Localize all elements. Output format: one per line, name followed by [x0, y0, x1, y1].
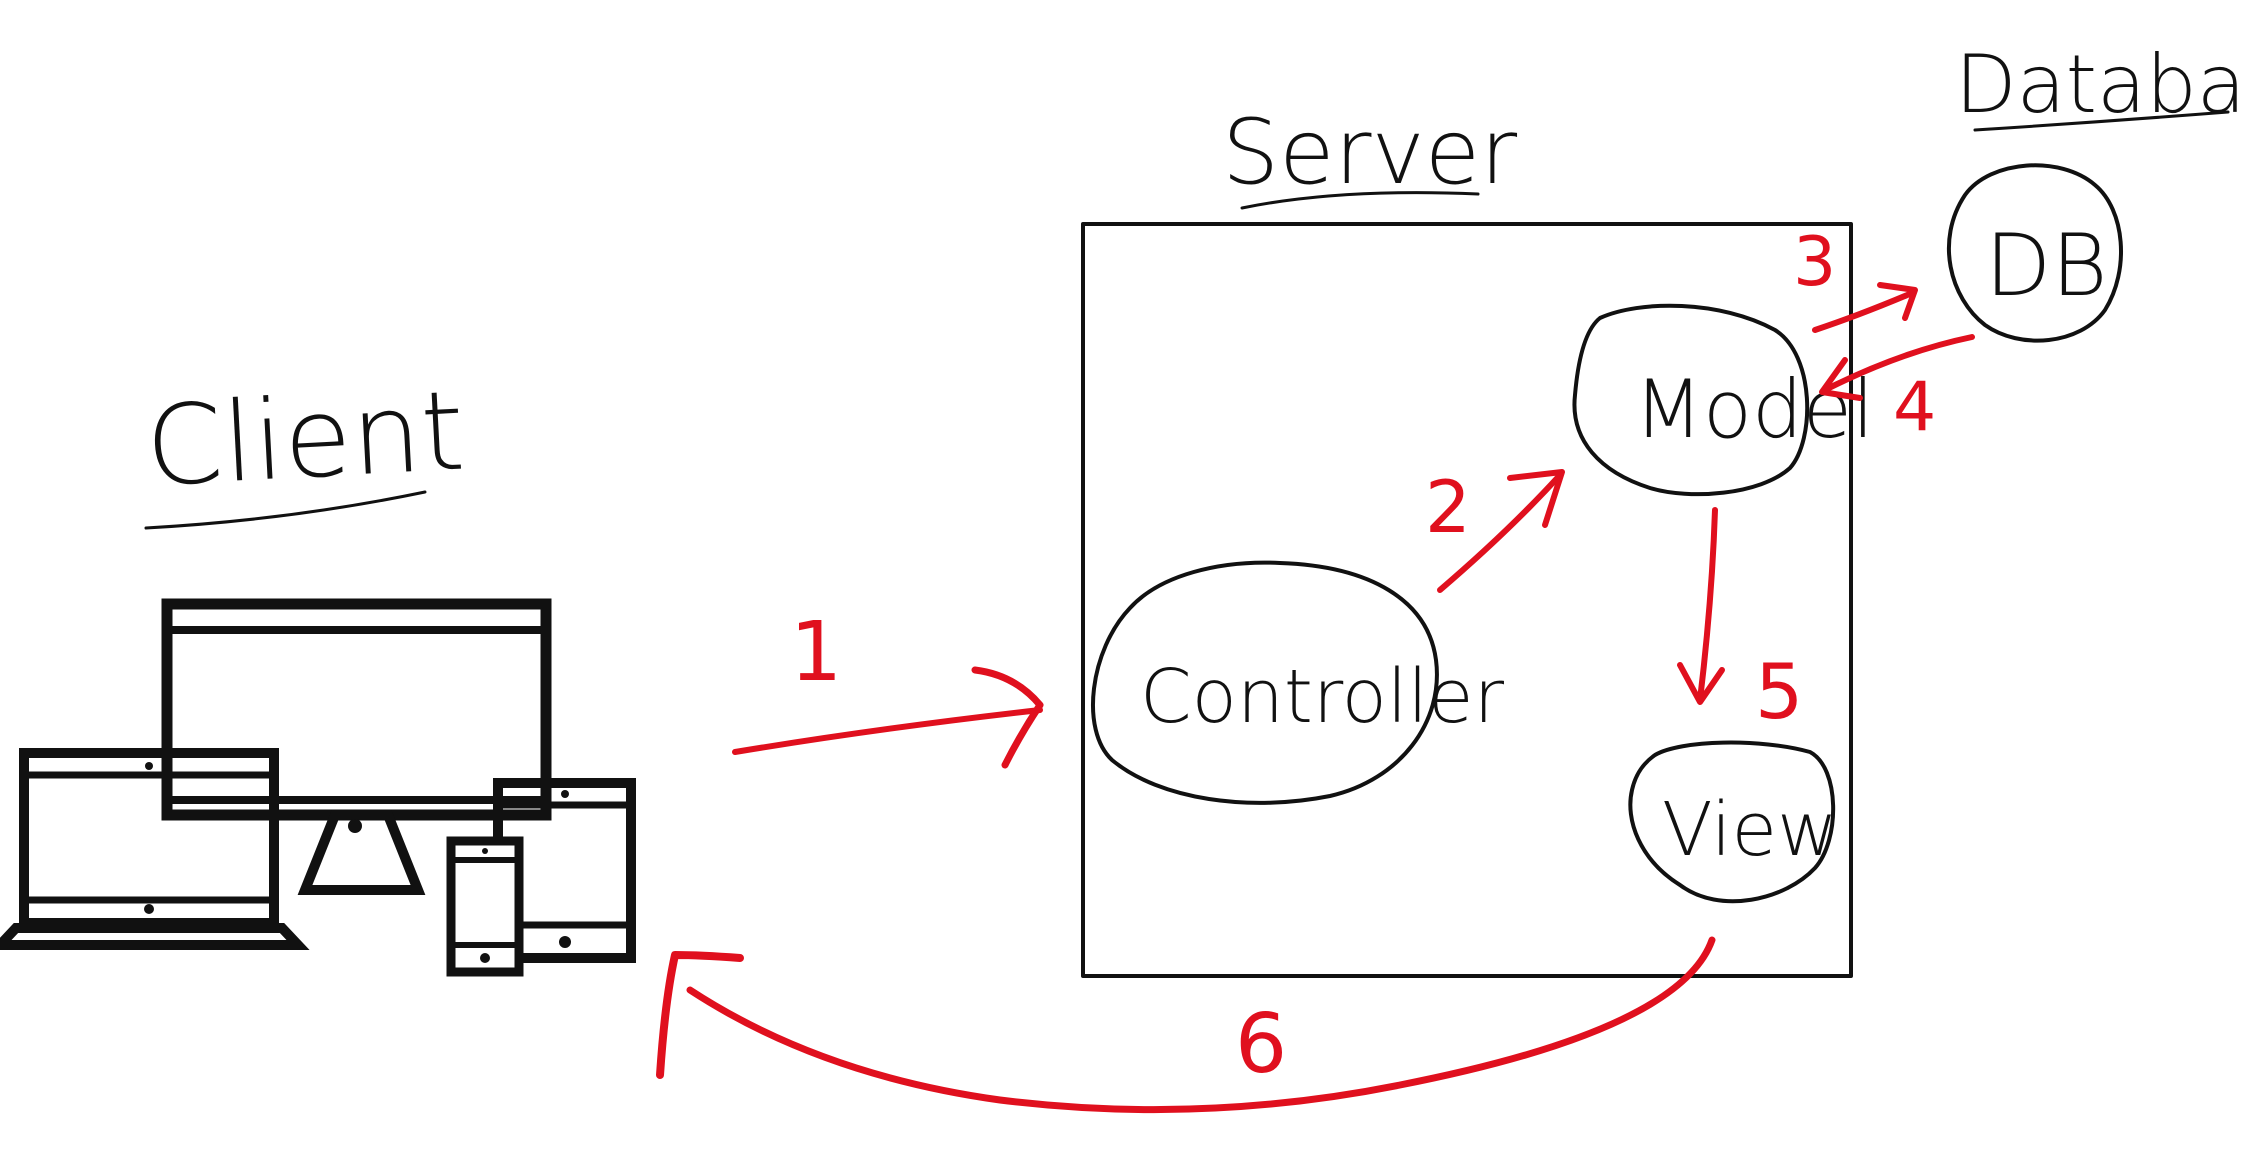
- step-6: 6: [1235, 997, 1287, 1092]
- arrow-4: [1819, 334, 1975, 401]
- model-node: Model: [1572, 303, 1874, 497]
- step-1: 1: [790, 605, 842, 700]
- step-4: 4: [1893, 368, 1936, 447]
- view-ellipse: [1628, 740, 1836, 904]
- client-heading: Client: [143, 366, 468, 530]
- monitor-frame: [161, 598, 552, 821]
- model-label: Model: [1634, 363, 1874, 456]
- database-title: Database: [1955, 38, 2243, 131]
- server-title: Server: [1222, 100, 1517, 205]
- step-5: 5: [1755, 647, 1803, 736]
- arrow-6: [656, 936, 1716, 1114]
- arrow-5: [1677, 507, 1725, 705]
- client-title: Client: [143, 366, 468, 510]
- view-label: View: [1662, 787, 1838, 873]
- server-box: [1081, 222, 1853, 978]
- step-3: 3: [1793, 223, 1836, 302]
- server-heading: Server: [1222, 100, 1517, 210]
- client-devices-icon: [0, 598, 636, 977]
- server-underline: [1240, 191, 1480, 210]
- monitor-stand: [297, 810, 426, 895]
- controller-ellipse: [1091, 560, 1439, 805]
- view-node: View: [1628, 740, 1838, 904]
- db-label: DB: [1985, 216, 2108, 316]
- db-ellipse: [1946, 163, 2123, 343]
- arrow-3: [1812, 282, 1918, 333]
- step-2: 2: [1425, 465, 1471, 549]
- laptop-base: [0, 923, 310, 950]
- database-heading: Database: [1955, 38, 2243, 132]
- step-numbers: 1 2 3 4 5 6: [790, 223, 1936, 1092]
- database-underline: [1973, 110, 2230, 132]
- controller-node: Controller: [1091, 560, 1505, 805]
- model-ellipse: [1572, 303, 1810, 497]
- controller-label: Controller: [1140, 654, 1505, 740]
- client-underline: [144, 490, 427, 530]
- db-node: DB: [1946, 163, 2123, 343]
- arrow-2: [1437, 469, 1565, 593]
- arrow-1: [732, 666, 1044, 769]
